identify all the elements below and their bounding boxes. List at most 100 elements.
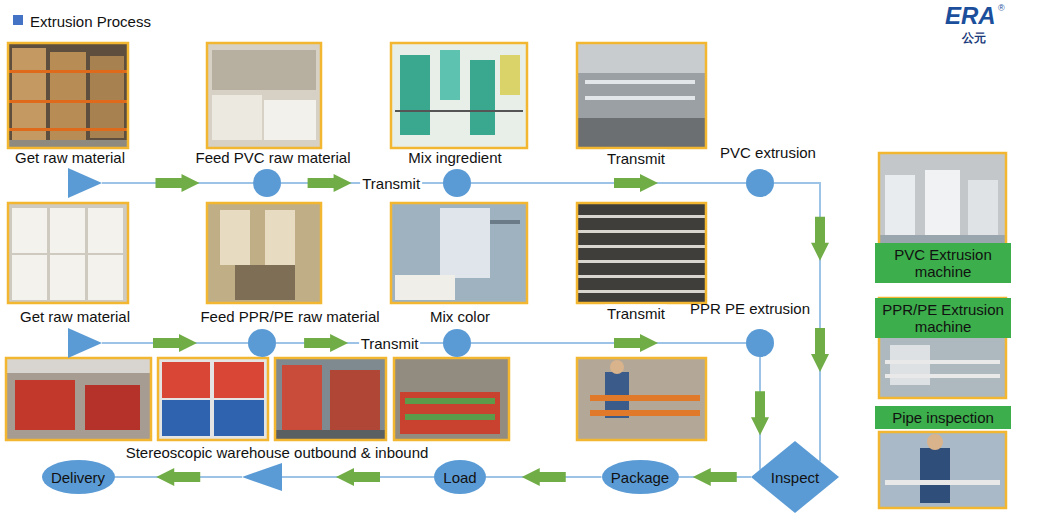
circle-shape (248, 329, 276, 357)
mixer-photo (391, 203, 527, 303)
shape-outline (443, 329, 471, 357)
flow-arrow (522, 468, 566, 486)
triangle-shape (242, 463, 282, 491)
step-label: Get raw material (15, 149, 125, 166)
band-label: PVC Extrusion machine (879, 246, 1007, 280)
load-photo (394, 358, 509, 440)
step-label: Stereoscopic warehouse outbound & inboun… (126, 444, 429, 461)
flow-arrow (156, 468, 200, 486)
step-label: Get raw material (20, 308, 130, 325)
circle-shape (443, 169, 471, 197)
pvc-machine-photo (879, 153, 1006, 253)
feed-photo (207, 43, 321, 148)
step-label: Feed PPR/PE raw material (200, 308, 379, 325)
shape-outline (746, 329, 774, 357)
start-triangle: Get raw material (68, 328, 102, 358)
process-circle: Load (434, 460, 486, 494)
connector-group (115, 468, 243, 486)
flow-line (471, 342, 746, 344)
band-label: PPR/PE Extrusion machine (879, 301, 1007, 335)
bags-photo (8, 203, 128, 303)
process-circle: Feed PPR/PE raw material (248, 329, 276, 357)
flow-line (774, 183, 820, 461)
flow-line (471, 182, 746, 184)
connector-group (774, 183, 829, 461)
process-circle: Mix ingredient (443, 169, 471, 197)
circle-shape (434, 460, 486, 494)
warehouse-photo (275, 358, 386, 440)
logo-text: ® (998, 3, 1005, 13)
connector-group (276, 334, 443, 352)
package-photo (577, 358, 706, 440)
pipe-rack-photo (577, 203, 706, 303)
title-bullet (13, 15, 23, 25)
step-label: Load (443, 469, 476, 486)
shape-outline (443, 169, 471, 197)
connector-group (471, 334, 746, 352)
step-label: Mix color (430, 308, 490, 325)
process-circle: PVC extrusion (746, 169, 774, 197)
circle-shape (253, 169, 281, 197)
circle-shape (443, 329, 471, 357)
factory-photo (577, 43, 706, 148)
shape-outline (68, 328, 102, 358)
flow-arrow (811, 217, 829, 261)
machine-band: PVC Extrusion machine (875, 243, 1011, 283)
shape-outline (68, 168, 102, 198)
triangle-shape (68, 168, 102, 198)
connector-group (102, 174, 253, 192)
circle-shape (602, 460, 679, 494)
racks-photo (158, 358, 268, 440)
circle-shape (746, 329, 774, 357)
flow-arrow (751, 391, 769, 435)
band-label: Pipe inspection (879, 409, 1007, 426)
edge-label: Transmit (359, 335, 421, 352)
shape-outline (242, 463, 282, 491)
edge-label: Transmit (605, 305, 667, 322)
storage-triangle: Stereoscopic warehouse outbound & inboun… (242, 463, 282, 491)
flow-arrow (336, 468, 380, 486)
control-schematic (391, 43, 527, 148)
process-circle: Mix color (443, 329, 471, 357)
connector-group (281, 174, 443, 192)
shape-outline (746, 169, 774, 197)
trucks-photo (6, 358, 151, 440)
step-label: Inspect (771, 469, 819, 486)
step-label: Mix ingredient (408, 149, 501, 166)
flow-arrow (614, 334, 658, 352)
connector-group (751, 357, 769, 470)
process-circle: Package (602, 460, 679, 494)
circle-shape (42, 460, 115, 494)
circle-shape (746, 169, 774, 197)
flow-arrow (156, 174, 200, 192)
step-label: PVC extrusion (720, 144, 816, 161)
edge-label: Transmit (605, 150, 667, 167)
step-label: Feed PVC raw material (195, 149, 350, 166)
connector-group (282, 468, 434, 486)
connector-group (486, 468, 602, 486)
step-label: PPR PE extrusion (690, 300, 810, 317)
step-label: Package (611, 469, 669, 486)
diamond-shape (751, 441, 839, 513)
shape-outline (253, 169, 281, 197)
edge-label: Transmit (360, 175, 422, 192)
flow-arrow (153, 334, 197, 352)
ppr-machine-photo (879, 298, 1006, 398)
start-triangle: Get raw material (68, 168, 102, 198)
silo-photo (207, 203, 321, 303)
flow-arrow (614, 174, 658, 192)
step-label: Delivery (51, 469, 105, 486)
triangle-shape (68, 328, 102, 358)
process-circle: PPR PE extrusion (746, 329, 774, 357)
flow-arrow (308, 174, 352, 192)
shape-outline (248, 329, 276, 357)
flow-arrow (304, 334, 348, 352)
connector-group (679, 468, 752, 486)
connector-group (102, 334, 248, 352)
flow-arrow (693, 468, 737, 486)
machine-band: Pipe inspection (875, 406, 1011, 429)
end-circle: Delivery (42, 460, 115, 494)
connector-group (471, 174, 746, 192)
machine-band: PPR/PE Extrusion machine (875, 298, 1011, 338)
